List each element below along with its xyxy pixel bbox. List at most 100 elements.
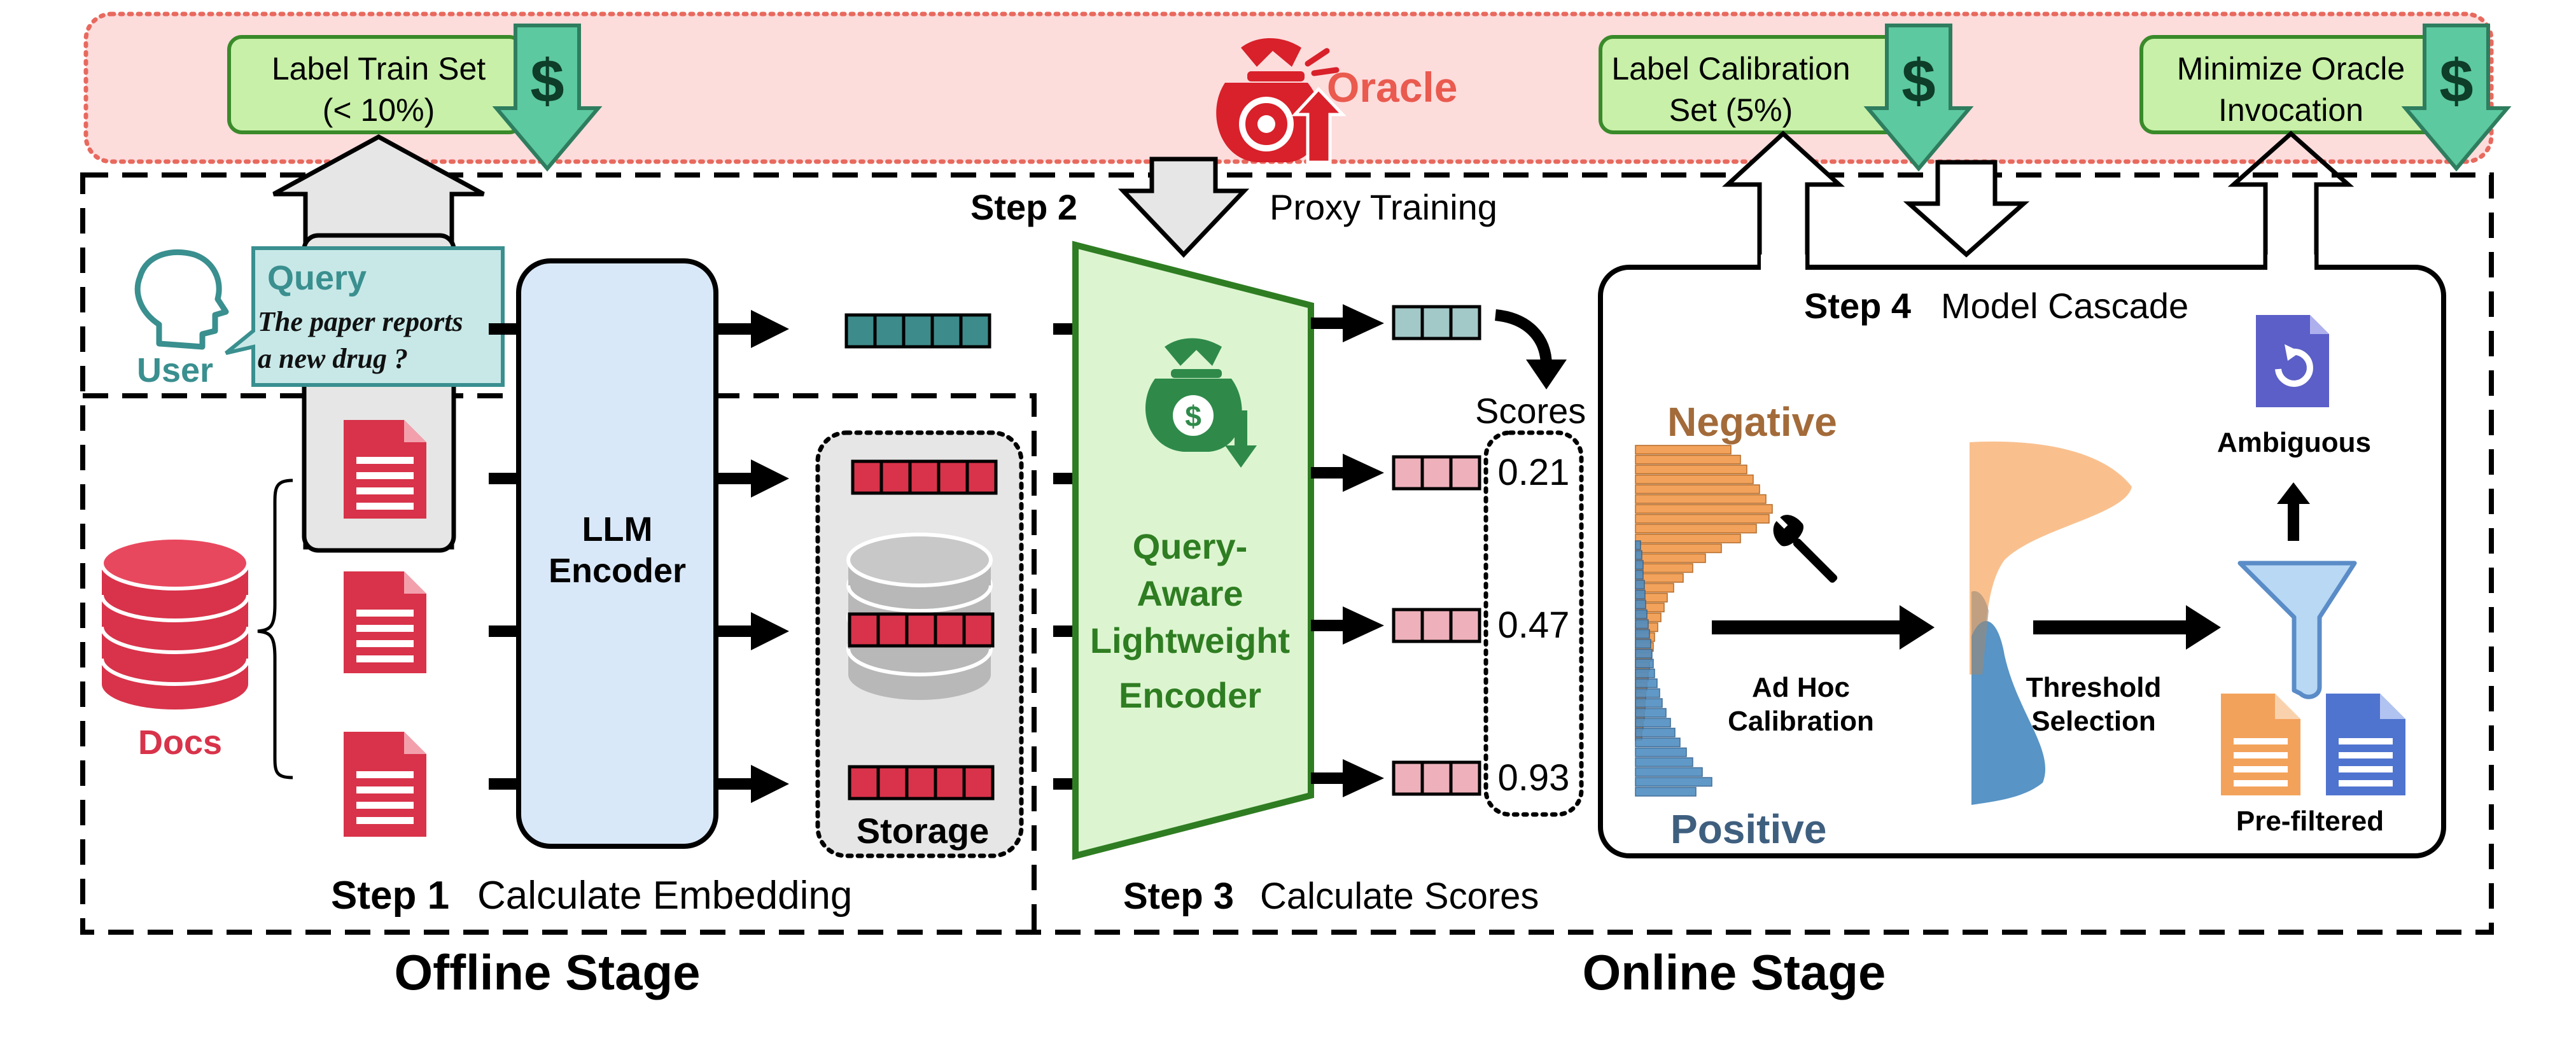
lightweight-encoder (1072, 241, 1314, 860)
negative-histogram-bar (1635, 563, 1693, 573)
lightweight-line1: Query- (1133, 526, 1248, 566)
llm-encoder-line1: LLM (582, 510, 653, 548)
negative-histogram-bar (1635, 474, 1754, 484)
positive-histogram-bar (1635, 639, 1651, 649)
negative-histogram-bar (1635, 543, 1722, 554)
positive-histogram-bar (1635, 698, 1663, 708)
step1-text: Calculate Embedding (477, 874, 852, 918)
threshold-arrow (2033, 605, 2221, 650)
funnel-icon (2237, 561, 2357, 699)
ambiguous-document-icon (2256, 315, 2329, 407)
negative-histogram-bar (1635, 494, 1767, 504)
query-title: Query (267, 259, 367, 297)
document-icon (344, 571, 426, 673)
positive-histogram-bar (1635, 619, 1649, 629)
docs-label: Docs (138, 723, 222, 762)
blue-document-icon (2326, 694, 2405, 795)
label-calibration-line2: Set (5%) (1669, 92, 1793, 128)
negative-histogram-bar (1635, 445, 1732, 455)
dollar-down-arrow-icon: $ (492, 24, 603, 172)
ambiguous-label: Ambiguous (2217, 427, 2371, 458)
negative-histogram-bar (1635, 514, 1770, 524)
adhoc-line2: Calibration (1728, 706, 1874, 737)
scores-title: Scores (1475, 391, 1586, 431)
query-text-line1: The paper reports (258, 306, 463, 337)
offline-stage-label: Offline Stage (394, 944, 700, 1000)
document-icon (344, 420, 426, 519)
positive-histogram-bar (1635, 747, 1687, 757)
connector-stub (489, 778, 519, 790)
svg-text:$: $ (1185, 400, 1201, 433)
svg-text:$: $ (1901, 47, 1935, 115)
online-stage-label: Online Stage (1583, 944, 1886, 1000)
label-train-set-line2: (< 10%) (323, 92, 435, 128)
mask (1761, 255, 1805, 270)
step4-bold: Step 4 (1804, 286, 1911, 326)
query-proxy-vector (1392, 305, 1481, 340)
doc-embedding-vector (848, 765, 995, 800)
hollow-arrow-from-calibration (1903, 160, 2030, 258)
query-callout (225, 246, 505, 387)
negative-histogram-bar (1635, 465, 1747, 475)
score-value: 0.47 (1498, 604, 1570, 646)
positive-histogram-bar (1635, 580, 1645, 590)
label-train-set-line1: Label Train Set (272, 51, 486, 87)
label-calibration-line1: Label Calibration (1611, 51, 1850, 87)
positive-histogram (1635, 540, 1712, 797)
positive-histogram-bar (1635, 786, 1697, 797)
money-bag-oracle-icon (1216, 38, 1347, 164)
positive-histogram-bar (1635, 648, 1653, 659)
positive-histogram-bar (1635, 629, 1650, 639)
positive-histogram-bar (1635, 767, 1703, 777)
threshold-line1: Threshold (2026, 672, 2162, 703)
prefiltered-label: Pre-filtered (2236, 806, 2384, 837)
doc-embedding-vector (851, 459, 998, 495)
user-head-icon (134, 249, 229, 350)
step3-bold: Step 3 (1123, 876, 1234, 917)
step2-bold: Step 2 (970, 187, 1077, 227)
lightweight-line2: Aware (1137, 573, 1243, 613)
positive-histogram-bar (1635, 569, 1644, 580)
score-value: 0.93 (1498, 757, 1570, 799)
mask (2267, 255, 2314, 270)
step4-text: Model Cascade (1941, 286, 2188, 326)
doc-proxy-vector (1392, 760, 1481, 796)
lightweight-line4: Encoder (1119, 675, 1261, 715)
threshold-line2: Selection (2031, 706, 2156, 737)
negative-histogram-bar (1635, 524, 1757, 534)
positive-histogram-bar (1635, 757, 1693, 767)
user-label: User (137, 351, 213, 389)
minimize-oracle-line2: Invocation (2218, 92, 2363, 128)
orange-document-icon (2221, 694, 2300, 795)
encoder-arrows (716, 310, 789, 803)
llm-encoder-line2: Encoder (549, 552, 686, 590)
positive-label: Positive (1670, 806, 1826, 852)
hollow-arrow-proxy-training (1117, 157, 1250, 258)
positive-histogram-bar (1635, 777, 1712, 787)
positive-histogram-bar (1635, 718, 1671, 728)
hollow-arrow-to-calibration (1722, 130, 1845, 270)
step1-bold: Step 1 (331, 874, 449, 918)
doc-embedding-vector (848, 612, 995, 648)
docs-brace (257, 479, 293, 779)
positive-histogram-bar (1635, 727, 1676, 737)
svg-text:$: $ (2439, 47, 2473, 115)
positive-histogram-bar (1635, 609, 1648, 619)
positive-histogram-bar (1635, 550, 1642, 560)
curved-arrow-to-scores (1494, 309, 1552, 367)
query-text-line2: a new drug ? (258, 343, 408, 374)
overall-dashed-frame (80, 172, 2494, 935)
calibrated-negative-distribution (1970, 441, 2132, 674)
lightweight-line3: Lightweight (1090, 620, 1290, 660)
minimize-oracle-line1: Minimize Oracle (2177, 51, 2405, 87)
svg-text:$: $ (530, 47, 564, 115)
storage-label: Storage (857, 811, 990, 851)
llm-encoder-box (516, 258, 718, 849)
up-arrow (2277, 482, 2310, 541)
positive-histogram-bar (1635, 659, 1654, 669)
document-icon (344, 732, 426, 837)
negative-histogram-bar (1635, 504, 1773, 514)
positive-histogram-bar (1635, 708, 1667, 718)
